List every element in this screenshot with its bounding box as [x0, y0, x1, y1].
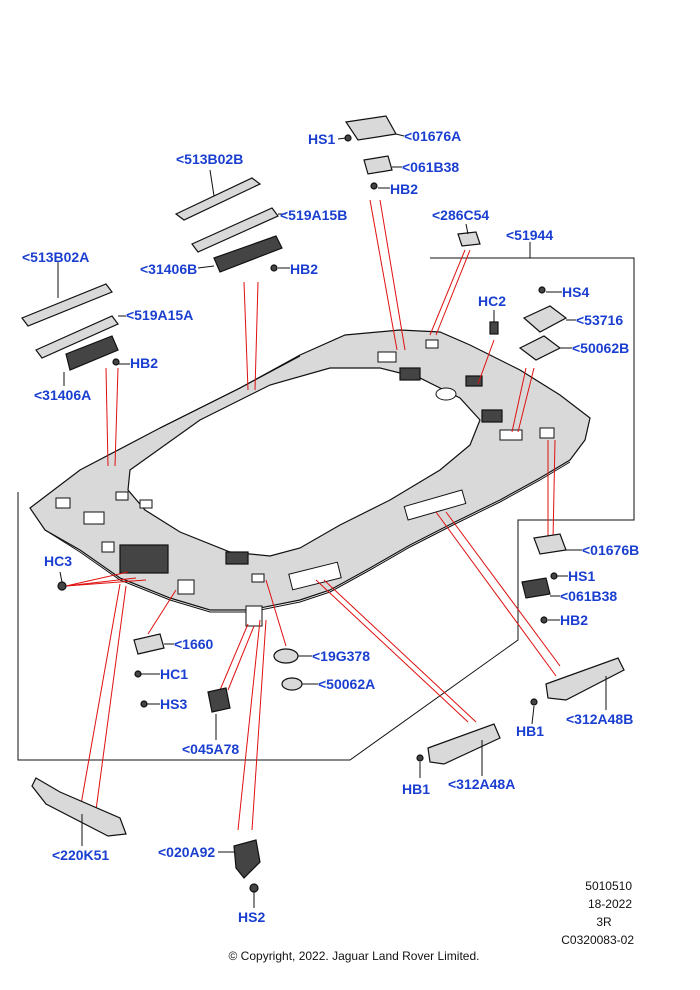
handle-31406b	[213, 235, 283, 273]
label-31406a: <31406A	[34, 387, 91, 403]
label-50062b: <50062B	[572, 340, 629, 356]
label-513b02b: <513B02B	[176, 151, 243, 167]
bracket-01676a	[344, 115, 397, 141]
reference-lines	[65, 199, 561, 831]
label-061b38-right: <061B38	[560, 588, 617, 604]
part-286c54	[457, 231, 481, 247]
light-53716	[522, 305, 568, 333]
ring-19g378	[273, 648, 299, 664]
bracket-01676b	[533, 533, 567, 555]
screw-hc2	[489, 321, 499, 335]
lamp-1660	[133, 633, 165, 655]
meta-line-3: 3R	[596, 915, 612, 929]
label-045a78: <045A78	[182, 741, 239, 757]
meta-line-2: 18-2022	[588, 897, 632, 911]
strip-513b02b	[174, 177, 262, 221]
label-hb1-right: HB1	[516, 723, 544, 739]
label-hs2: HS2	[238, 909, 265, 925]
label-hb2-mid: HB2	[290, 261, 318, 277]
label-hb2-top: HB2	[390, 181, 418, 197]
label-hs1-top: HS1	[308, 131, 335, 147]
label-hb2-left: HB2	[130, 355, 158, 371]
label-51944: <51944	[506, 227, 553, 243]
label-53716: <53716	[576, 312, 623, 328]
label-01676b: <01676B	[582, 542, 639, 558]
label-hc3: HC3	[44, 553, 72, 569]
clip-061b38-right	[521, 577, 551, 599]
plug-50062b	[518, 335, 562, 361]
label-519a15a: <519A15A	[126, 307, 193, 323]
label-19g378: <19G378	[312, 648, 370, 664]
bracket-312a48b	[545, 657, 625, 701]
label-513b02a: <513B02A	[22, 249, 89, 265]
strip-519a15a	[35, 315, 119, 359]
plug-50062a	[281, 677, 303, 691]
label-519a15b: <519A15B	[280, 207, 347, 223]
metadata-block: 5010510 18-2022 3R C0320083-02	[561, 879, 634, 947]
meta-line-1: 5010510	[585, 879, 632, 893]
label-hb1-mid: HB1	[402, 781, 430, 797]
bracket-312a48a	[427, 723, 501, 765]
headliner-panel	[29, 329, 591, 627]
clip-045a78	[207, 687, 231, 713]
label-hs1-right: HS1	[568, 568, 595, 584]
label-hb2-right: HB2	[560, 612, 588, 628]
clip-061b38-top	[363, 155, 393, 175]
label-31406b: <31406B	[140, 261, 197, 277]
label-hs4: HS4	[562, 284, 589, 300]
label-220k51: <220K51	[52, 847, 109, 863]
fasteners	[57, 134, 558, 893]
label-061b38-top: <061B38	[402, 159, 459, 175]
strip-519a15b	[191, 207, 279, 253]
assembly-frame	[17, 257, 635, 761]
leaders	[57, 133, 607, 908]
strip-513b02a	[21, 283, 113, 327]
label-286c54: <286C54	[432, 207, 489, 223]
handle-31406a	[65, 335, 119, 371]
label-01676a: <01676A	[404, 128, 461, 144]
label-1660: <1660	[174, 636, 214, 652]
label-312a48b: <312A48B	[566, 711, 633, 727]
trim-220k51	[31, 777, 127, 837]
label-hc1: HC1	[160, 666, 188, 682]
label-312a48a: <312A48A	[448, 776, 515, 792]
bracket-020a92	[233, 839, 261, 879]
parts	[21, 115, 625, 879]
label-hs3: HS3	[160, 696, 187, 712]
copyright-text: © Copyright, 2022. Jaguar Land Rover Lim…	[229, 949, 480, 963]
labels: HS1 <01676A <061B38 HB2 <513B02B <519A15…	[22, 128, 639, 925]
label-50062a: <50062A	[318, 676, 375, 692]
meta-line-4: C0320083-02	[561, 933, 634, 947]
label-020a92: <020A92	[158, 844, 215, 860]
label-hc2: HC2	[478, 293, 506, 309]
